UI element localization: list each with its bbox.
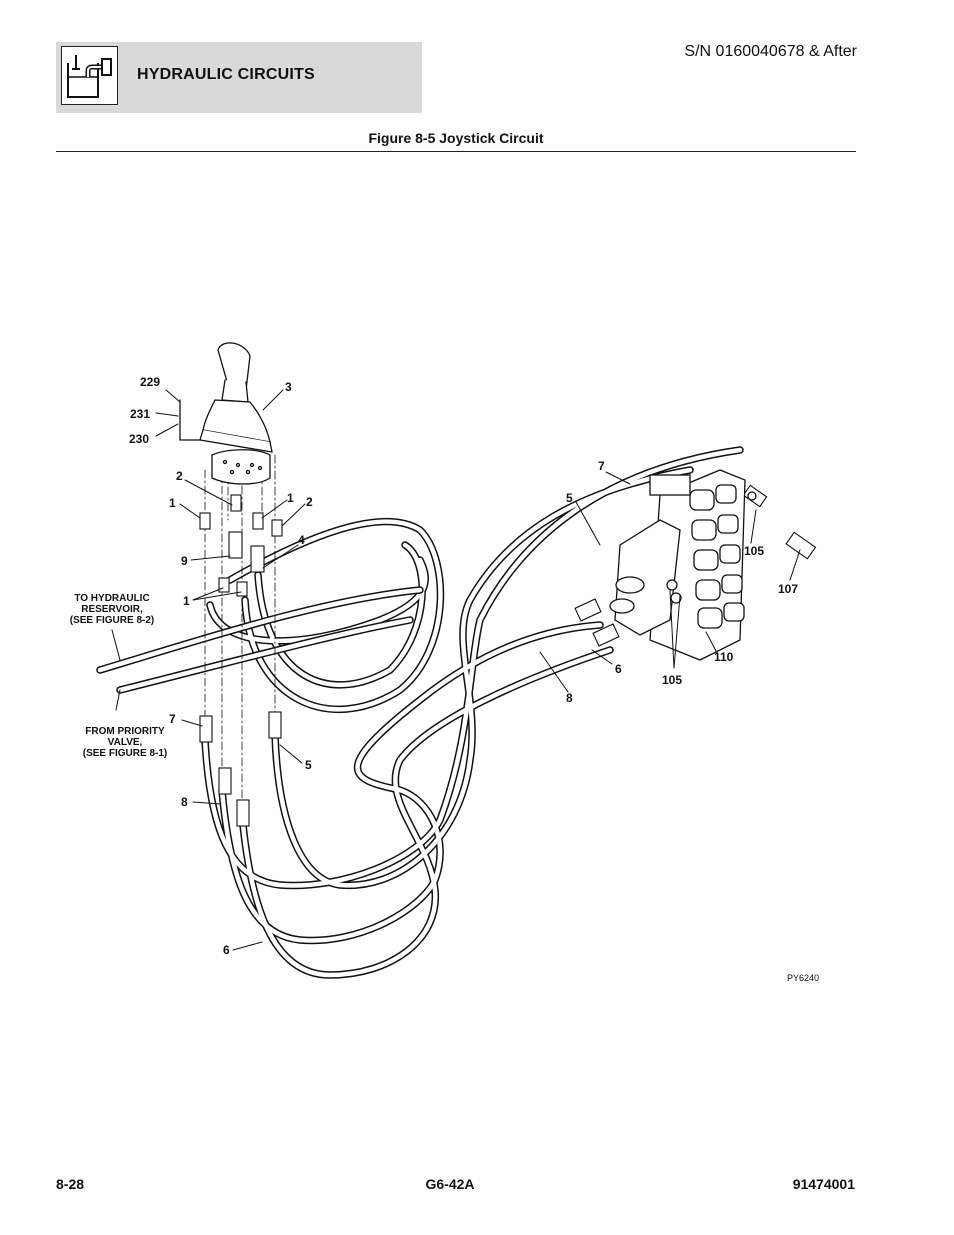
callout-6-hose: 6: [223, 943, 230, 957]
reservoir-note-line-1: TO HYDRAULIC: [74, 593, 149, 604]
document-number: 91474001: [792, 1176, 855, 1192]
callout-1-left: 1: [169, 496, 176, 510]
priority-note-line-2: VALVE,: [108, 737, 143, 748]
joystick-fittings: [199, 494, 283, 827]
callout-105-lower: 105: [662, 673, 682, 687]
callout-229: 229: [140, 375, 160, 389]
serial-number: S/N 0160040678 & After: [684, 43, 857, 60]
priority-note-line-1: FROM PRIORITY: [85, 726, 165, 737]
callout-8-hose: 8: [181, 795, 188, 809]
page-number: 8-28: [56, 1176, 85, 1192]
callout-107: 107: [778, 582, 798, 596]
section-title: HYDRAULIC CIRCUITS: [137, 66, 315, 83]
callout-2-left: 2: [176, 469, 183, 483]
figure-reference-id: PY6240: [787, 973, 819, 983]
callout-9: 9: [181, 554, 188, 568]
callout-7-hose: 7: [169, 712, 176, 726]
joystick-assembly: [179, 342, 273, 485]
callout-labels: 229 231 230 3 2 1 1 2 4 9 1 7 5 105 107 …: [70, 375, 819, 983]
section-header: HYDRAULIC CIRCUITS: [56, 42, 422, 113]
figure-caption: Figure 8-5 Joystick Circuit: [368, 130, 544, 146]
callout-231: 231: [130, 407, 150, 421]
reservoir-note-line-3: (SEE FIGURE 8-2): [70, 615, 154, 626]
callout-1-right: 1: [287, 491, 294, 505]
callout-6-valve: 6: [615, 662, 622, 676]
callout-110: 110: [714, 650, 734, 664]
callout-7-valve: 7: [598, 459, 605, 473]
hose-long-runs-inner: [202, 447, 743, 978]
reservoir-note-line-2: RESERVOIR,: [81, 604, 143, 615]
header-rule: [56, 151, 856, 152]
control-valve-block: [609, 469, 757, 661]
model-number: G6-42A: [425, 1176, 475, 1192]
callout-105-upper: 105: [744, 544, 764, 558]
callout-5-hose: 5: [305, 758, 312, 772]
callout-5-valve: 5: [566, 491, 573, 505]
callout-1-lower: 1: [183, 594, 190, 608]
priority-note-line-3: (SEE FIGURE 8-1): [83, 748, 167, 759]
hydraulic-reservoir-icon: [61, 46, 118, 105]
callout-230: 230: [129, 432, 149, 446]
callout-4: 4: [298, 533, 305, 547]
callout-8-valve: 8: [566, 691, 573, 705]
callout-2-right: 2: [306, 495, 313, 509]
callout-3: 3: [285, 380, 292, 394]
leader-lines: [111, 389, 801, 951]
